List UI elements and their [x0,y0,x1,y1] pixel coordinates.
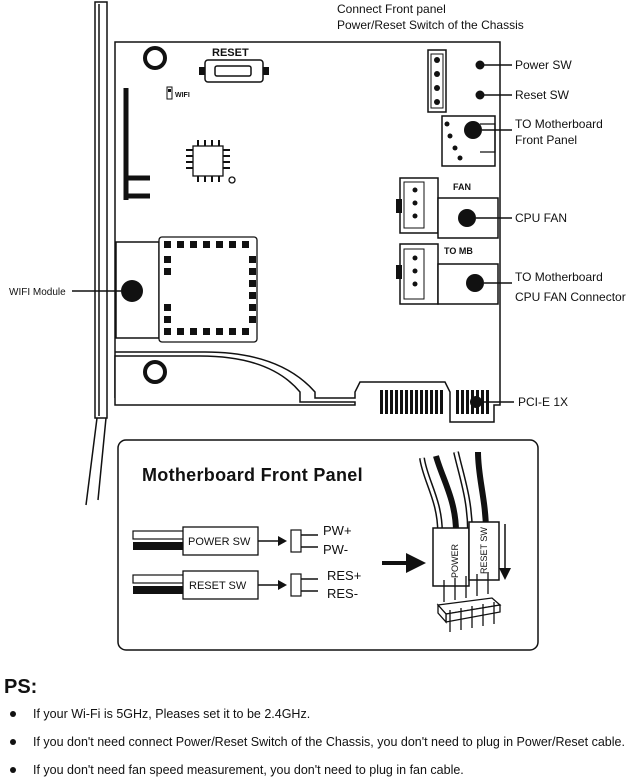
callout-dot-reset [475,90,485,100]
reset-sw-box-label: RESET SW [189,580,247,592]
callout-cpu-fan: CPU FAN [515,211,567,225]
callout-pcie: PCI-E 1X [518,395,568,409]
ps-notes-list: If your Wi-Fi is 5GHz, Pleases set it to… [0,700,640,784]
power-sw-cable: POWER SW PW+ PW- [132,523,352,557]
res-plus-label: RES+ [327,568,361,583]
callout-wifi-module: WIFI Module [9,287,66,298]
callout-dot-power [475,60,485,70]
wifi-led: WIFI [166,86,190,100]
top-label-front-panel: Connect Front panel [337,2,446,16]
pcie-bracket [85,1,108,506]
mounting-hole-top [143,46,167,70]
pw-minus-label: PW- [323,542,348,557]
power-sw-box-label: POWER SW [188,536,251,548]
antenna-trace [123,88,150,200]
callout-to-mb-cpu-1: TO Motherboard [515,270,603,284]
wifi-module-pads [164,241,256,335]
callout-power-sw: Power SW [515,58,572,72]
ps-note: If you don't need fan speed measurement,… [0,756,640,784]
ps-title: PS: [4,676,38,698]
to-mb-header: TO MB [396,243,499,305]
front-panel-inset: Motherboard Front Panel POWER SW PW+ PW-… [117,439,539,651]
ps-note-text: If you don't need fan speed measurement,… [33,763,464,777]
pcie-card-diagram: RESET WIFI [9,1,626,651]
pw-plus-label: PW+ [323,523,352,538]
callout-to-mb-cpu-2: CPU FAN Connector [515,290,626,304]
motherboard-pin-header [436,572,502,632]
reset-sw-cable: RESET SW RES+ RES- [132,568,361,601]
ps-note-text: If your Wi-Fi is 5GHz, Pleases set it to… [33,707,311,721]
callout-lines [72,64,514,403]
front-panel-header [427,49,447,113]
to-mb-header-label: TO MB [444,246,473,256]
wifi-module [115,236,258,343]
front-panel-output-connector [441,115,496,167]
res-minus-label: RES- [327,586,358,601]
top-label-chassis-switch: Power/Reset Switch of the Chassis [337,18,524,32]
inset-title: Motherboard Front Panel [142,465,363,485]
ps-note: If your Wi-Fi is 5GHz, Pleases set it to… [0,700,640,728]
bullet-icon [10,711,16,717]
ps-note-text: If you don't need connect Power/Reset Sw… [33,735,625,749]
bullet-icon [10,767,16,773]
wifi-led-label: WIFI [175,92,190,99]
callout-to-mb-front-2: Front Panel [515,133,577,147]
callout-reset-sw: Reset SW [515,88,570,102]
connector-power-label: POWER [450,543,460,578]
motherboard-connector: POWER RESET SW [419,451,511,587]
pcie-gold-fingers [380,390,489,414]
mounting-hole-bottom [143,360,167,384]
pcb-lower [114,355,356,406]
reset-button: RESET [199,47,269,83]
insert-arrow-icon [382,553,426,573]
fan-header-label: FAN [453,182,471,192]
connector-reset-label: RESET SW [479,527,489,574]
reset-button-label: RESET [212,47,249,59]
ps-note: If you don't need connect Power/Reset Sw… [0,728,640,756]
controller-chip [186,140,236,184]
bullet-icon [10,739,16,745]
callout-to-mb-front-1: TO Motherboard [515,117,603,131]
